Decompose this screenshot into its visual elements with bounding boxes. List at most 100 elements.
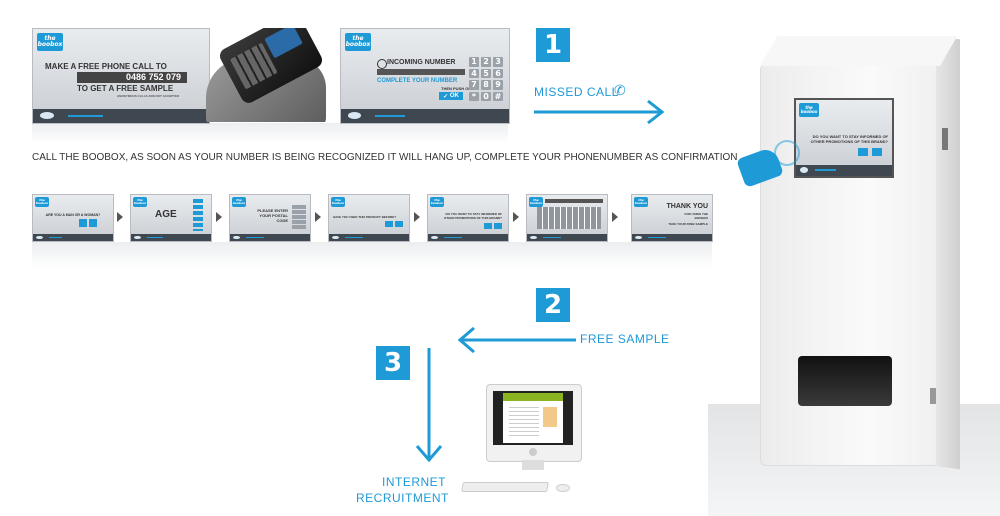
key[interactable]: 3 <box>493 57 503 67</box>
computer-image <box>461 384 582 500</box>
no-button[interactable] <box>872 148 882 156</box>
key[interactable]: 0 <box>481 91 491 101</box>
arrow-down-icon <box>415 348 443 463</box>
age-options[interactable] <box>193 199 203 231</box>
boobox-logo: the boobox <box>35 197 49 207</box>
boobox-logo: the boobox <box>331 197 345 207</box>
man-button[interactable] <box>79 219 87 227</box>
screen-bar <box>428 234 508 241</box>
boobox-logo: the boobox <box>799 103 819 117</box>
take-sample-text: TAKE YOUR FREE SAMPLE <box>668 222 708 226</box>
key[interactable]: 5 <box>481 68 491 78</box>
thumb-text: PLEASE ENTER YOUR POSTAL CODE <box>257 208 288 223</box>
ok-button[interactable]: ✓ OK <box>439 92 463 100</box>
thumb-thank-you: the boobox THANK YOU FOR USING THE BOOBO… <box>631 194 713 242</box>
thumb-keyboard: the boobox <box>526 194 608 242</box>
free-sample-label: FREE SAMPLE <box>580 332 670 346</box>
email-field[interactable] <box>545 199 603 203</box>
thumb-text: DO YOU WANT TO STAY INFORMED OF OTHER PR… <box>444 212 502 220</box>
anonymous-note: ANONYMOUS CALLS ARE NOT ACCEPTED <box>117 94 180 98</box>
phone-icon: ✆ <box>614 83 626 99</box>
sample-dispenser[interactable] <box>798 356 892 406</box>
boobox-logo: the boobox <box>345 33 371 51</box>
key[interactable]: 4 <box>469 68 479 78</box>
push-label: THEN PUSH OK <box>441 86 472 91</box>
keyboard[interactable] <box>537 207 601 229</box>
web-page <box>503 393 563 443</box>
stand <box>522 460 544 470</box>
chevron-right-icon <box>612 212 618 222</box>
screen-bar <box>796 164 892 176</box>
call-screen: the boobox MAKE A FREE PHONE CALL TO 048… <box>32 28 210 124</box>
monitor-screen <box>493 391 573 445</box>
vending-machine: the boobox DO YOU WANT TO STAY INFORMED … <box>736 36 960 470</box>
thumb-reflection <box>32 242 712 268</box>
thumb-text: AGE <box>155 209 177 220</box>
no-button[interactable] <box>395 221 403 227</box>
thank-you-text: THANK YOU <box>666 203 708 210</box>
key[interactable]: 7 <box>469 80 479 90</box>
incoming-field[interactable] <box>377 69 465 75</box>
monitor <box>486 384 582 462</box>
screen-bar <box>33 108 209 123</box>
step-3-badge: 3 <box>376 346 410 380</box>
screen-bar <box>341 108 509 123</box>
thumb-used-before: the boobox HAVE YOU USED THIS PRODUCT BE… <box>328 194 410 242</box>
yes-button[interactable] <box>484 223 492 229</box>
key[interactable]: 2 <box>481 57 491 67</box>
screen-bar <box>230 234 310 241</box>
key[interactable]: 6 <box>493 68 503 78</box>
thumb-age: the boobox AGE <box>130 194 212 242</box>
postal-keypad[interactable] <box>292 205 306 229</box>
chevron-right-icon <box>414 212 420 222</box>
chevron-right-icon <box>117 212 123 222</box>
key[interactable]: # <box>493 91 503 101</box>
key[interactable]: 1 <box>469 57 479 67</box>
screen-bar <box>33 234 113 241</box>
thank-you-sub: FOR USING THE BOOBOX <box>684 212 708 220</box>
thumb-informed: the boobox DO YOU WANT TO STAY INFORMED … <box>427 194 509 242</box>
keypad: 1 2 3 4 5 6 7 8 9 * 0 # <box>469 57 503 101</box>
screen-bar <box>632 234 712 241</box>
incoming-screen: the boobox INCOMING NUMBER COMPLETE YOUR… <box>340 28 510 124</box>
machine-screen[interactable]: the boobox DO YOU WANT TO STAY INFORMED … <box>794 98 894 178</box>
complete-label: COMPLETE YOUR NUMBER <box>377 78 458 84</box>
boobox-logo: the boobox <box>37 33 63 51</box>
boobox-logo: the boobox <box>430 197 444 207</box>
phone-icon <box>377 59 387 69</box>
coin-slot <box>942 128 948 150</box>
screen-bar <box>131 234 211 241</box>
hand-phone-image <box>196 28 340 122</box>
key[interactable]: * <box>469 91 479 101</box>
screen-bar <box>527 234 607 241</box>
incoming-label: INCOMING NUMBER <box>387 59 456 66</box>
keyboard-device <box>461 482 549 492</box>
boobox-logo: the boobox <box>232 197 246 207</box>
key[interactable]: 9 <box>493 80 503 90</box>
lock <box>930 388 936 404</box>
recruitment-label: RECRUITMENT <box>356 491 449 505</box>
yes-button[interactable] <box>858 148 868 156</box>
touch-ring <box>774 140 800 166</box>
thumb-text: ARE YOU A MAN OR A WOMAN? <box>45 213 101 217</box>
boobox-logo: the boobox <box>634 197 648 207</box>
thumb-text: HAVE YOU USED THIS PRODUCT BEFORE? <box>333 215 397 219</box>
screen-reflection <box>32 123 508 143</box>
woman-button[interactable] <box>89 219 97 227</box>
machine-side <box>936 36 960 470</box>
instruction-text: CALL THE BOOBOX, AS SOON AS YOUR NUMBER … <box>32 152 738 163</box>
key[interactable]: 8 <box>481 80 491 90</box>
thumb-postal: the boobox PLEASE ENTER YOUR POSTAL CODE <box>229 194 311 242</box>
machine-top <box>760 36 958 66</box>
boobox-logo: the boobox <box>529 197 543 207</box>
phone-number: 0486 752 079 <box>77 72 187 83</box>
yes-button[interactable] <box>385 221 393 227</box>
apple-logo <box>529 448 537 456</box>
step-2-badge: 2 <box>536 288 570 322</box>
chevron-right-icon <box>315 212 321 222</box>
mouse <box>556 484 570 492</box>
arrow-left-icon <box>457 326 576 354</box>
arrow-right-icon <box>534 99 665 125</box>
no-button[interactable] <box>494 223 502 229</box>
missed-call-label: MISSED CALL <box>534 85 619 99</box>
